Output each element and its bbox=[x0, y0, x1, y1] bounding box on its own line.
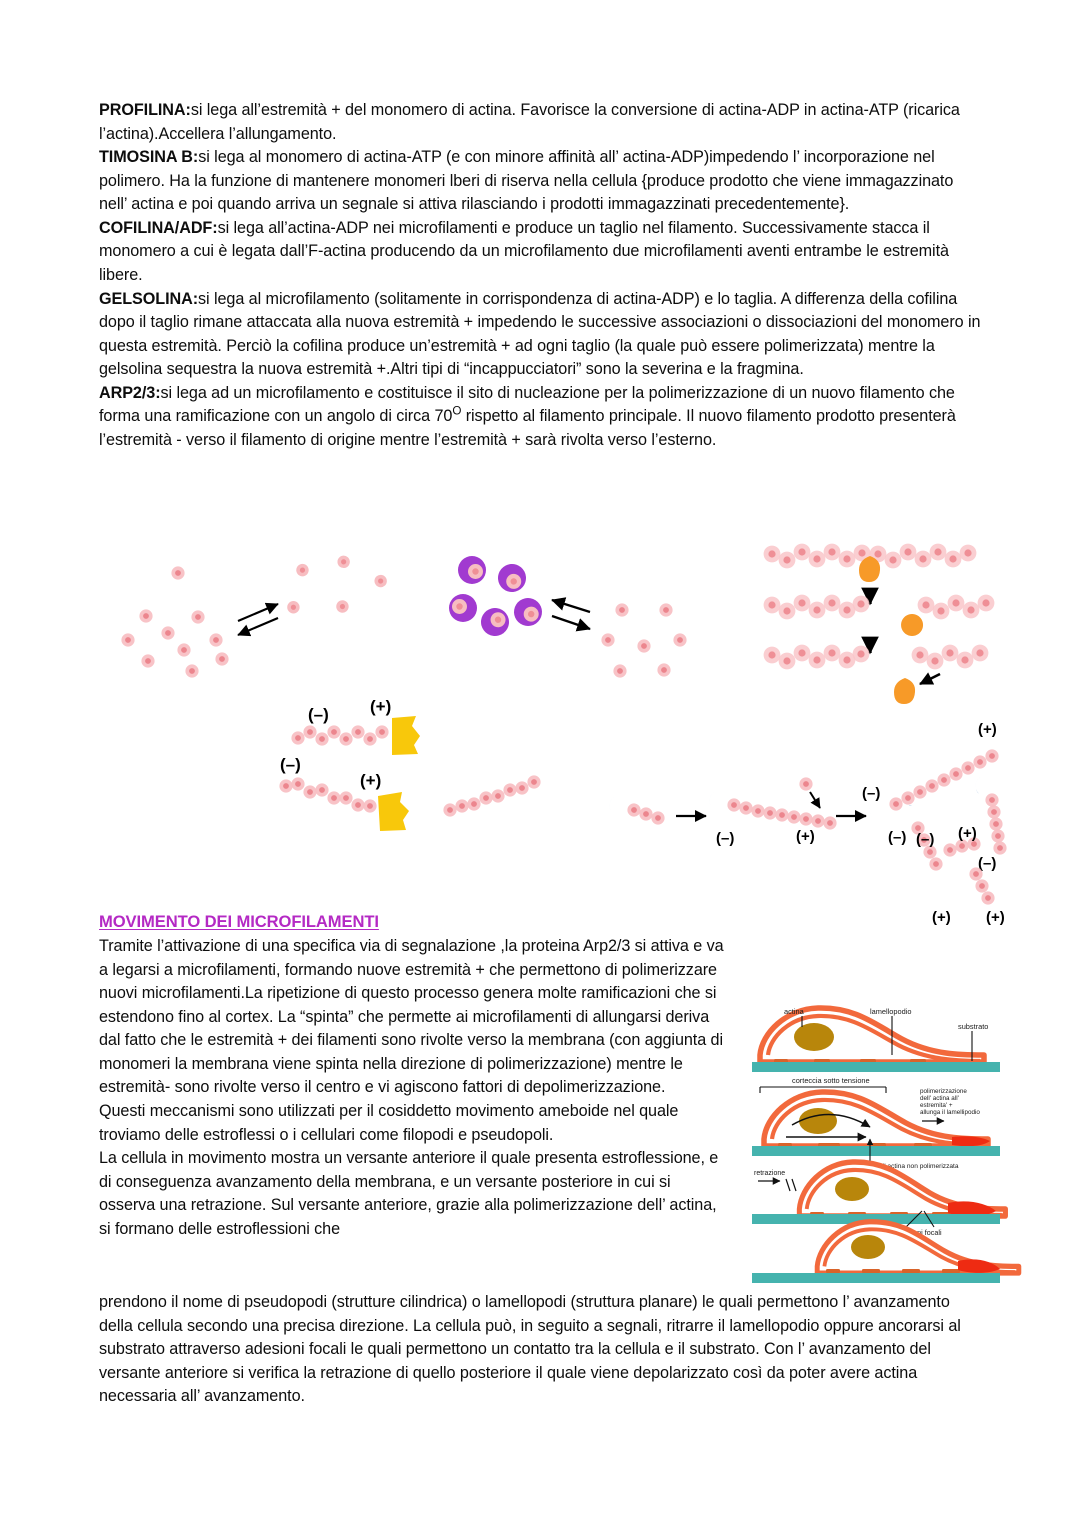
body-arp23-before: si lega ad un microfilamento e costituis… bbox=[99, 383, 955, 426]
end-label-plus-3: (+) bbox=[796, 828, 815, 845]
nucleus-3 bbox=[835, 1177, 869, 1201]
substrate-1 bbox=[752, 1062, 1000, 1072]
end-label-plus-5: (+) bbox=[958, 825, 977, 842]
panel-profilin bbox=[121, 555, 404, 678]
body-arp23-after: rispetto al filamento principale. Il nuo… bbox=[99, 407, 956, 449]
label-polimerizzazione-l1: polimerizzazione bbox=[920, 1088, 967, 1095]
label-gelsolina: GELSOLINA: bbox=[99, 289, 199, 308]
paragraph-timosina: TIMOSINA B:si lega al monomero di actina… bbox=[99, 146, 983, 217]
label-polimerizzazione-l2: dell' actina all' bbox=[920, 1095, 959, 1102]
end-label-minus-6: (–) bbox=[916, 831, 934, 848]
end-label-minus-4: (–) bbox=[862, 785, 880, 802]
label-arp23: ARP2/3: bbox=[99, 383, 161, 402]
gelsolin-released bbox=[894, 678, 916, 704]
body-timosina: si lega al monomero di actina-ATP (e con… bbox=[99, 148, 954, 214]
label-retrazione: retrazione bbox=[754, 1170, 785, 1177]
equilibrium-arrow-2 bbox=[551, 597, 591, 632]
label-timosina: TIMOSINA B: bbox=[99, 148, 199, 167]
filament-capped-1 bbox=[291, 716, 420, 755]
cortex-flow-arrow-1 bbox=[791, 1113, 871, 1128]
thymosin-actin-complexes bbox=[449, 556, 545, 642]
label-actina: actina bbox=[784, 1007, 805, 1016]
filament-capped-2 bbox=[279, 777, 409, 831]
gelsolin-cap-1 bbox=[392, 716, 420, 755]
focal-adhesions-4 bbox=[826, 1269, 960, 1273]
cell-panel-2: corteccia sotto tensione mo bbox=[752, 1076, 1000, 1170]
arp-branched-network: (–) (+) (–) (–) (+ bbox=[862, 721, 1007, 926]
end-label-plus-4: (+) bbox=[978, 721, 997, 738]
equilibrium-arrow-1 bbox=[237, 602, 279, 637]
top-text-block: PROFILINA:si lega all’estremità + del mo… bbox=[99, 99, 983, 452]
bottom-text-block: prendono il nome di pseudopodi (struttur… bbox=[99, 1291, 983, 1409]
filament-left-fragment-2 bbox=[763, 644, 870, 670]
cell-panel-4 bbox=[752, 1222, 1019, 1283]
gelsolin-cap-2 bbox=[378, 792, 409, 831]
panel-gelsolin-capping: (–) (+) (–) (+) bbox=[279, 697, 541, 831]
filament-right-fragment-1 bbox=[901, 594, 995, 636]
arp-step-1 bbox=[607, 795, 665, 825]
label-polimerizzazione-l3: estremita' + bbox=[920, 1102, 953, 1109]
substrate-2 bbox=[752, 1146, 1000, 1156]
body-cofilina: si lega all’actina-ADP nei microfilament… bbox=[99, 218, 949, 284]
gelsolin-capping-1 bbox=[901, 614, 924, 636]
end-label-plus-7: (+) bbox=[986, 909, 1005, 926]
actin-monomer-pool-1 bbox=[121, 566, 229, 678]
paragraph-pseudopodi: prendono il nome di pseudopodi (struttur… bbox=[99, 1293, 961, 1406]
end-label-minus-5: (–) bbox=[888, 829, 906, 846]
paragraph-cofilina: COFILINA/ADF:si lega all’actina-ADP nei … bbox=[99, 217, 983, 288]
paragraph-arp23-signal: Tramite l’attivazione di una specifica v… bbox=[99, 937, 724, 1097]
filament-free bbox=[443, 775, 541, 817]
label-profilina: PROFILINA: bbox=[99, 101, 191, 119]
panel-thymosin bbox=[449, 556, 687, 678]
panel-arp23-branching: (–) (+) bbox=[607, 721, 1007, 926]
protrusion-4 bbox=[958, 1259, 1000, 1273]
end-label-plus-1: (+) bbox=[370, 697, 391, 716]
label-movimento-actina: movimento dell' actina non polimerizzata bbox=[840, 1163, 959, 1170]
substrate-4 bbox=[752, 1273, 1000, 1283]
branch-right-vertical bbox=[985, 793, 1007, 855]
end-label-plus-2: (+) bbox=[360, 771, 381, 790]
figure-cell-motility: actina lamellopodio substrato corteccia … bbox=[744, 1001, 1000, 1283]
paragraph-arp23: ARP2/3:si lega ad un microfilamento e co… bbox=[99, 382, 983, 453]
filament-right-fragment-2 bbox=[911, 644, 989, 670]
end-label-minus-7: (–) bbox=[978, 855, 996, 872]
paragraph-versante: La cellula in movimento mostra un versan… bbox=[99, 1149, 719, 1238]
nucleus-4 bbox=[851, 1235, 885, 1259]
nucleus-1 bbox=[794, 1023, 834, 1051]
protrusion-2 bbox=[952, 1136, 990, 1147]
label-polimerizzazione-l4: allunga il lamellipodio bbox=[920, 1109, 980, 1116]
profilin-actin-complexes bbox=[273, 555, 404, 623]
cell-panel-1: actina lamellopodio substrato bbox=[752, 1007, 1000, 1072]
gelsolin-molecule bbox=[859, 556, 881, 582]
end-label-minus-1: (–) bbox=[308, 705, 329, 724]
figure-actin-dynamics: (–) (+) (–) (+) bbox=[120, 528, 1007, 926]
end-label-minus-2: (–) bbox=[280, 755, 301, 774]
actin-monomer-pool-2 bbox=[601, 603, 687, 678]
section-text-column: Tramite l’attivazione di una specifica v… bbox=[99, 935, 727, 1241]
substrate-3 bbox=[752, 1214, 1000, 1224]
incoming-monomer-arrow bbox=[799, 777, 821, 809]
nucleus-2 bbox=[799, 1108, 837, 1134]
gelsolin-release-arrow bbox=[919, 672, 941, 686]
label-lamellopodio: lamellopodio bbox=[870, 1007, 912, 1016]
protrusion-3 bbox=[948, 1201, 996, 1217]
paragraph-gelsolina: GELSOLINA:si lega al microfilamento (sol… bbox=[99, 288, 983, 382]
panel-gelsolin-severing bbox=[763, 543, 995, 704]
arp-step-2 bbox=[707, 790, 837, 830]
paragraph-ameboide: Questi meccanismi sono utilizzati per il… bbox=[99, 1101, 679, 1144]
branch-4 bbox=[969, 867, 995, 905]
label-cofilina: COFILINA/ADF: bbox=[99, 218, 218, 237]
degree-symbol: O bbox=[452, 404, 462, 418]
section-heading-movimento: MOVIMENTO DEI MICROFILAMENTI bbox=[99, 912, 379, 931]
label-substrato: substrato bbox=[958, 1022, 988, 1031]
filament-left-fragment-1 bbox=[763, 594, 870, 620]
body-gelsolina: si lega al microfilamento (solitamente i… bbox=[99, 289, 981, 379]
branch-main bbox=[889, 749, 999, 811]
body-profilina: si lega all’estremità + del monomero di … bbox=[99, 101, 960, 143]
filament-intact bbox=[763, 543, 977, 582]
end-label-plus-6: (+) bbox=[932, 909, 951, 926]
end-label-minus-3: (–) bbox=[716, 830, 734, 847]
label-corteccia: corteccia sotto tensione bbox=[792, 1076, 870, 1085]
paragraph-profilina: PROFILINA:si lega all’estremità + del mo… bbox=[99, 99, 983, 146]
